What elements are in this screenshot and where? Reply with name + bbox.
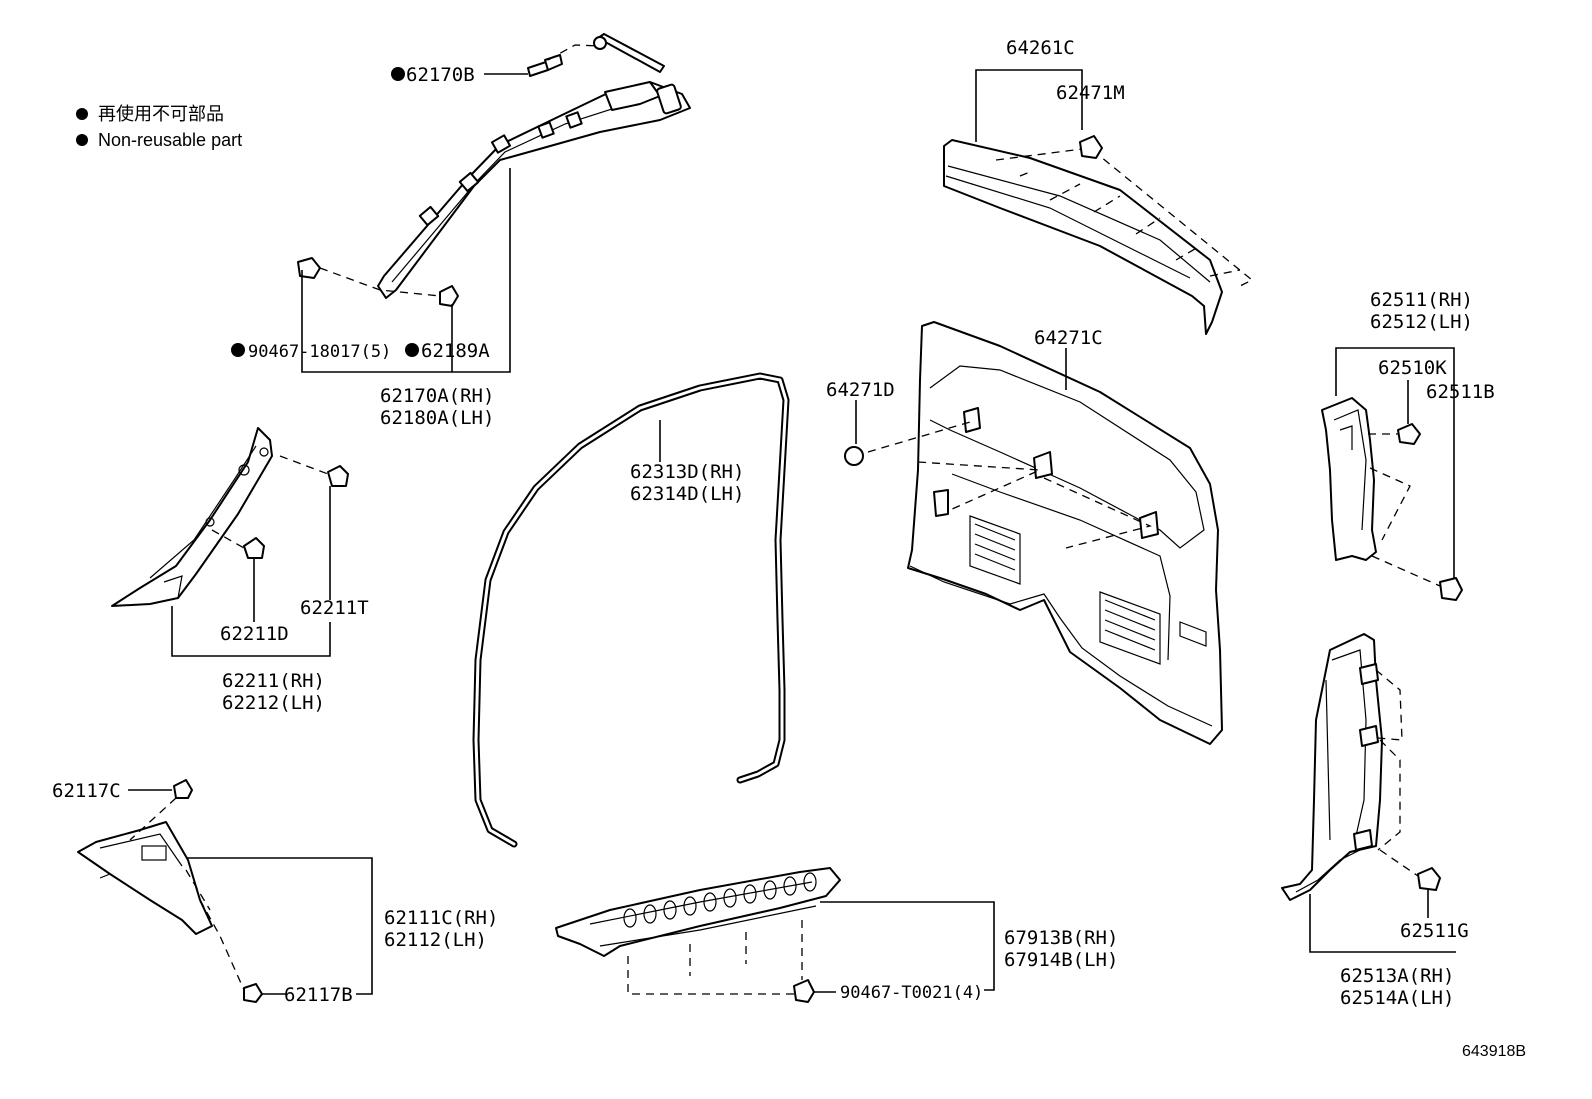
label-62117B: 62117B bbox=[284, 984, 353, 1006]
part-64271C-back-panel[interactable] bbox=[844, 321, 1223, 745]
label-90467-18017: 90467-18017(5) bbox=[248, 342, 391, 362]
legend: 再使用不可部品 Non-reusable part bbox=[76, 104, 242, 150]
label-64271C: 64271C bbox=[1034, 327, 1103, 349]
label-62513A: 62513A(RH) bbox=[1340, 965, 1454, 987]
label-62170B: 62170B bbox=[406, 64, 475, 86]
label-62511B: 62511B bbox=[1426, 381, 1495, 403]
label-67913B: 67913B(RH) bbox=[1004, 927, 1118, 949]
part-62313D-door-weatherstrip[interactable] bbox=[472, 372, 790, 848]
label-62170A: 62170A(RH) bbox=[380, 385, 494, 407]
part-62111C-cowl-side-trim[interactable] bbox=[77, 779, 263, 1003]
label-62511G: 62511G bbox=[1400, 920, 1469, 942]
non-reusable-mark-icon bbox=[231, 343, 245, 357]
part-67913B-scuff-plate[interactable] bbox=[555, 867, 841, 1003]
label-64271D: 64271D bbox=[826, 379, 895, 401]
non-reusable-mark-icon bbox=[391, 67, 405, 81]
label-64261C: 64261C bbox=[1006, 37, 1075, 59]
non-reusable-mark-icon bbox=[405, 343, 419, 357]
label-62510K: 62510K bbox=[1378, 357, 1447, 379]
label-62111C: 62111C(RH) bbox=[384, 907, 498, 929]
label-62211T: 62211T bbox=[300, 597, 369, 619]
label-62212: 62212(LH) bbox=[222, 692, 325, 714]
part-64261C-back-garnish[interactable] bbox=[943, 135, 1254, 335]
label-67914B: 67914B(LH) bbox=[1004, 949, 1118, 971]
label-62189A: 62189A bbox=[421, 340, 490, 362]
label-62314D: 62314D(LH) bbox=[630, 483, 744, 505]
diagram-code: 643918B bbox=[1462, 1043, 1526, 1060]
label-90467-T0021: 90467-T0021(4) bbox=[840, 983, 983, 1003]
labels: 62170B 90467-18017(5) 62189A 62170A(RH) … bbox=[52, 37, 1526, 1060]
label-62511: 62511(RH) bbox=[1370, 289, 1473, 311]
part-62170A-roof-side-garnish[interactable] bbox=[297, 33, 691, 307]
non-reusable-bullet-icon bbox=[76, 134, 88, 146]
label-62313D: 62313D(RH) bbox=[630, 461, 744, 483]
label-62211: 62211(RH) bbox=[222, 670, 325, 692]
label-62211D: 62211D bbox=[220, 623, 289, 645]
label-62180A: 62180A(LH) bbox=[380, 407, 494, 429]
label-62512: 62512(LH) bbox=[1370, 311, 1473, 333]
legend-en: Non-reusable part bbox=[98, 130, 242, 150]
label-62112: 62112(LH) bbox=[384, 929, 487, 951]
label-62514A: 62514A(LH) bbox=[1340, 987, 1454, 1009]
legend-jp: 再使用不可部品 bbox=[98, 104, 224, 124]
label-62471M: 62471M bbox=[1056, 82, 1125, 104]
part-62511-upper-quarter-garnish[interactable] bbox=[1321, 397, 1463, 601]
non-reusable-bullet-icon bbox=[76, 108, 88, 120]
part-62513A-lower-quarter-garnish[interactable] bbox=[1281, 633, 1441, 901]
part-62211-front-pillar-garnish[interactable] bbox=[111, 427, 349, 607]
label-62117C: 62117C bbox=[52, 780, 121, 802]
